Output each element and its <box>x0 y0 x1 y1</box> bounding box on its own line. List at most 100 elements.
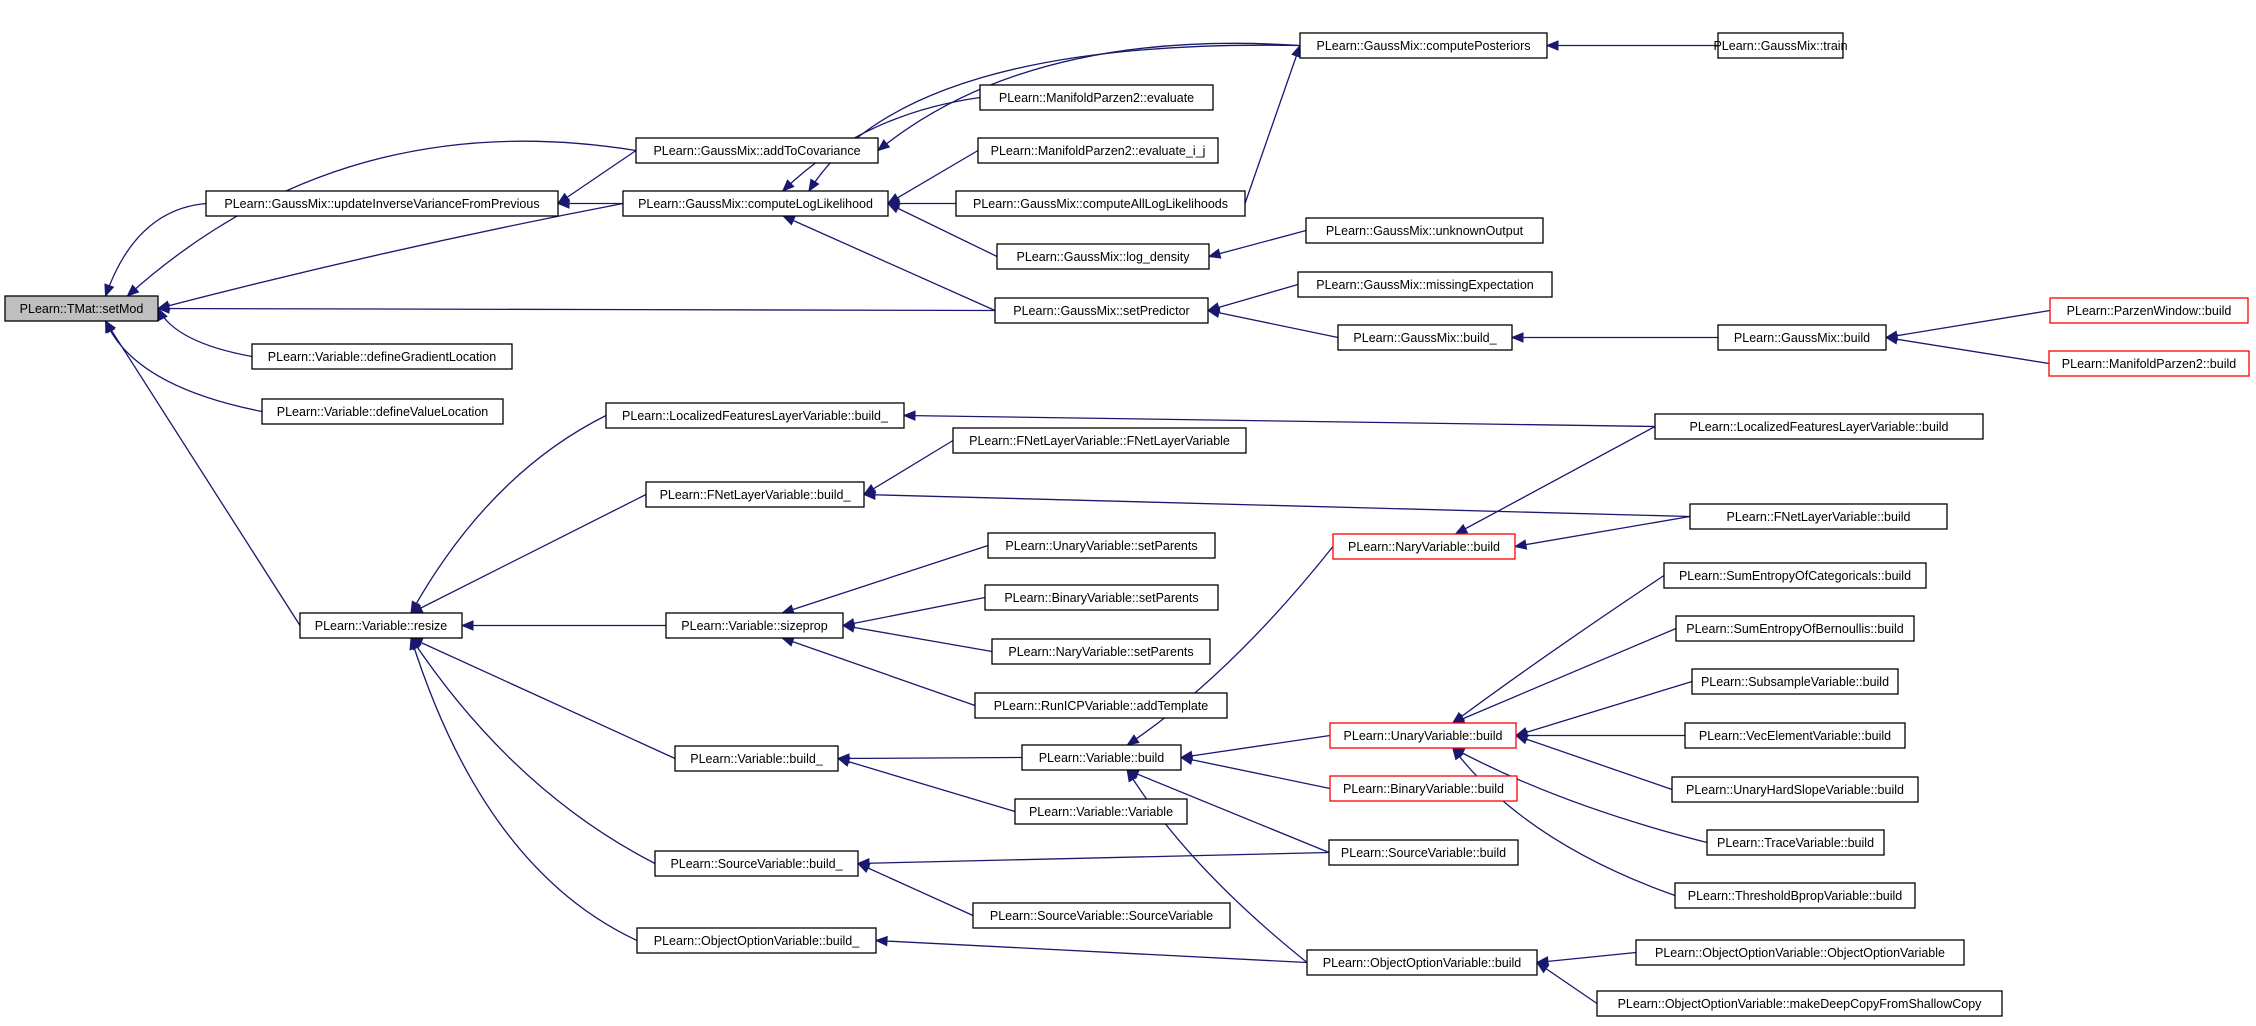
node-box[interactable] <box>1329 775 1518 802</box>
node-oov_build_[interactable]: PLearn::ObjectOptionVariable::build_ <box>636 927 877 954</box>
node-box[interactable] <box>4 295 159 322</box>
node-box[interactable] <box>665 612 844 639</box>
node-box[interactable] <box>654 850 859 877</box>
node-box[interactable] <box>251 343 513 370</box>
node-nary_build[interactable]: PLearn::NaryVariable::build <box>1332 533 1516 560</box>
node-runicp_addtpl[interactable]: PLearn::RunICPVariable::addTemplate <box>974 692 1228 719</box>
node-uhs_build[interactable]: PLearn::UnaryHardSlopeVariable::build <box>1671 776 1919 803</box>
node-gm_build[interactable]: PLearn::GaussMix::build <box>1717 324 1887 351</box>
node-subs_build[interactable]: PLearn::SubsampleVariable::build <box>1691 668 1899 695</box>
node-fnlv_ctor[interactable]: PLearn::FNetLayerVariable::FNetLayerVari… <box>952 427 1247 454</box>
node-mp2_eval[interactable]: PLearn::ManifoldParzen2::evaluate <box>979 84 1214 111</box>
node-box[interactable] <box>1596 990 2003 1017</box>
node-box[interactable] <box>1684 722 1906 749</box>
node-box[interactable] <box>2048 350 2250 377</box>
node-oov_build[interactable]: PLearn::ObjectOptionVariable::build <box>1306 949 1538 976</box>
node-box[interactable] <box>996 243 1210 270</box>
node-oov_ctor[interactable]: PLearn::ObjectOptionVariable::ObjectOpti… <box>1635 939 1965 966</box>
node-src_ctor[interactable]: PLearn::SourceVariable::SourceVariable <box>972 902 1231 929</box>
node-mp2_evalij[interactable]: PLearn::ManifoldParzen2::evaluate_i_j <box>977 137 1219 164</box>
node-box[interactable] <box>622 190 889 217</box>
node-box[interactable] <box>1328 839 1519 866</box>
node-gm_addtocov[interactable]: PLearn::GaussMix::addToCovariance <box>635 137 879 164</box>
node-box[interactable] <box>205 190 559 217</box>
node-gm_comppost[interactable]: PLearn::GaussMix::computePosteriors <box>1299 32 1548 59</box>
node-gm_complogl[interactable]: PLearn::GaussMix::computeLogLikelihood <box>622 190 889 217</box>
node-fnlv_build[interactable]: PLearn::FNetLayerVariable::build <box>1689 503 1948 530</box>
node-thr_build[interactable]: PLearn::ThresholdBpropVariable::build <box>1674 882 1916 909</box>
node-gm_setpred[interactable]: PLearn::GaussMix::setPredictor <box>994 297 1209 324</box>
node-mp2_build[interactable]: PLearn::ManifoldParzen2::build <box>2048 350 2250 377</box>
node-nary_setpar[interactable]: PLearn::NaryVariable::setParents <box>991 638 1211 665</box>
node-var_build_[interactable]: PLearn::Variable::build_ <box>674 745 839 772</box>
node-box[interactable] <box>1675 615 1915 642</box>
node-box[interactable] <box>674 745 839 772</box>
node-gm_unknown[interactable]: PLearn::GaussMix::unknownOutput <box>1305 217 1544 244</box>
node-box[interactable] <box>994 297 1209 324</box>
node-secat_build[interactable]: PLearn::SumEntropyOfCategoricals::build <box>1663 562 1927 589</box>
node-box[interactable] <box>605 402 905 429</box>
node-vecel_build[interactable]: PLearn::VecElementVariable::build <box>1684 722 1906 749</box>
node-var_defgrad[interactable]: PLearn::Variable::defineGradientLocation <box>251 343 513 370</box>
node-box[interactable] <box>1717 324 1887 351</box>
node-gm_updinv[interactable]: PLearn::GaussMix::updateInverseVarianceF… <box>205 190 559 217</box>
node-box[interactable] <box>1635 939 1965 966</box>
node-box[interactable] <box>1014 798 1188 825</box>
node-src_build_[interactable]: PLearn::SourceVariable::build_ <box>654 850 859 877</box>
node-box[interactable] <box>1691 668 1899 695</box>
node-src_build[interactable]: PLearn::SourceVariable::build <box>1328 839 1519 866</box>
node-box[interactable] <box>972 902 1231 929</box>
node-box[interactable] <box>1305 217 1544 244</box>
node-unary_setpar[interactable]: PLearn::UnaryVariable::setParents <box>987 532 1216 559</box>
node-box[interactable] <box>636 927 877 954</box>
node-box[interactable] <box>1654 413 1984 440</box>
node-box[interactable] <box>1332 533 1516 560</box>
node-oov_deepcopy[interactable]: PLearn::ObjectOptionVariable::makeDeepCo… <box>1596 990 2003 1017</box>
node-box[interactable] <box>645 481 865 508</box>
node-box[interactable] <box>987 532 1216 559</box>
node-lflv_build[interactable]: PLearn::LocalizedFeaturesLayerVariable::… <box>1654 413 1984 440</box>
node-box[interactable] <box>1689 503 1948 530</box>
node-box[interactable] <box>635 137 879 164</box>
node-box[interactable] <box>2049 297 2249 324</box>
node-box[interactable] <box>952 427 1247 454</box>
node-box[interactable] <box>955 190 1246 217</box>
node-var_defval[interactable]: PLearn::Variable::defineValueLocation <box>261 398 504 425</box>
node-box[interactable] <box>1663 562 1927 589</box>
node-var_build[interactable]: PLearn::Variable::build <box>1021 744 1182 771</box>
node-box[interactable] <box>974 692 1228 719</box>
node-box[interactable] <box>1021 744 1182 771</box>
node-lflv_build_[interactable]: PLearn::LocalizedFeaturesLayerVariable::… <box>605 402 905 429</box>
node-var_ctor[interactable]: PLearn::Variable::Variable <box>1014 798 1188 825</box>
node-box[interactable] <box>1674 882 1916 909</box>
node-box[interactable] <box>1706 829 1885 856</box>
node-box[interactable] <box>1299 32 1548 59</box>
node-box[interactable] <box>1297 271 1553 298</box>
node-box[interactable] <box>979 84 1214 111</box>
node-box[interactable] <box>1337 324 1513 351</box>
node-box[interactable] <box>1329 722 1517 749</box>
node-gm_logdens[interactable]: PLearn::GaussMix::log_density <box>996 243 1210 270</box>
node-var_resize[interactable]: PLearn::Variable::resize <box>299 612 463 639</box>
node-seber_build[interactable]: PLearn::SumEntropyOfBernoullis::build <box>1675 615 1915 642</box>
node-box[interactable] <box>984 584 1219 611</box>
node-pw_build[interactable]: PLearn::ParzenWindow::build <box>2049 297 2249 324</box>
node-gm_train[interactable]: PLearn::GaussMix::train <box>1713 32 1848 59</box>
node-fnlv_build_[interactable]: PLearn::FNetLayerVariable::build_ <box>645 481 865 508</box>
node-box[interactable] <box>1717 32 1844 59</box>
node-unary_build[interactable]: PLearn::UnaryVariable::build <box>1329 722 1517 749</box>
node-box[interactable] <box>261 398 504 425</box>
node-binary_build[interactable]: PLearn::BinaryVariable::build <box>1329 775 1518 802</box>
node-box[interactable] <box>1306 949 1538 976</box>
node-gm_compall[interactable]: PLearn::GaussMix::computeAllLogLikelihoo… <box>955 190 1246 217</box>
node-var_sizeprop[interactable]: PLearn::Variable::sizeprop <box>665 612 844 639</box>
node-box[interactable] <box>1671 776 1919 803</box>
node-gm_build_[interactable]: PLearn::GaussMix::build_ <box>1337 324 1513 351</box>
node-tmat_setmod[interactable]: PLearn::TMat::setMod <box>4 295 159 322</box>
node-box[interactable] <box>991 638 1211 665</box>
node-box[interactable] <box>299 612 463 639</box>
node-gm_missing[interactable]: PLearn::GaussMix::missingExpectation <box>1297 271 1553 298</box>
node-binary_setpar[interactable]: PLearn::BinaryVariable::setParents <box>984 584 1219 611</box>
node-box[interactable] <box>977 137 1219 164</box>
node-trace_build[interactable]: PLearn::TraceVariable::build <box>1706 829 1885 856</box>
